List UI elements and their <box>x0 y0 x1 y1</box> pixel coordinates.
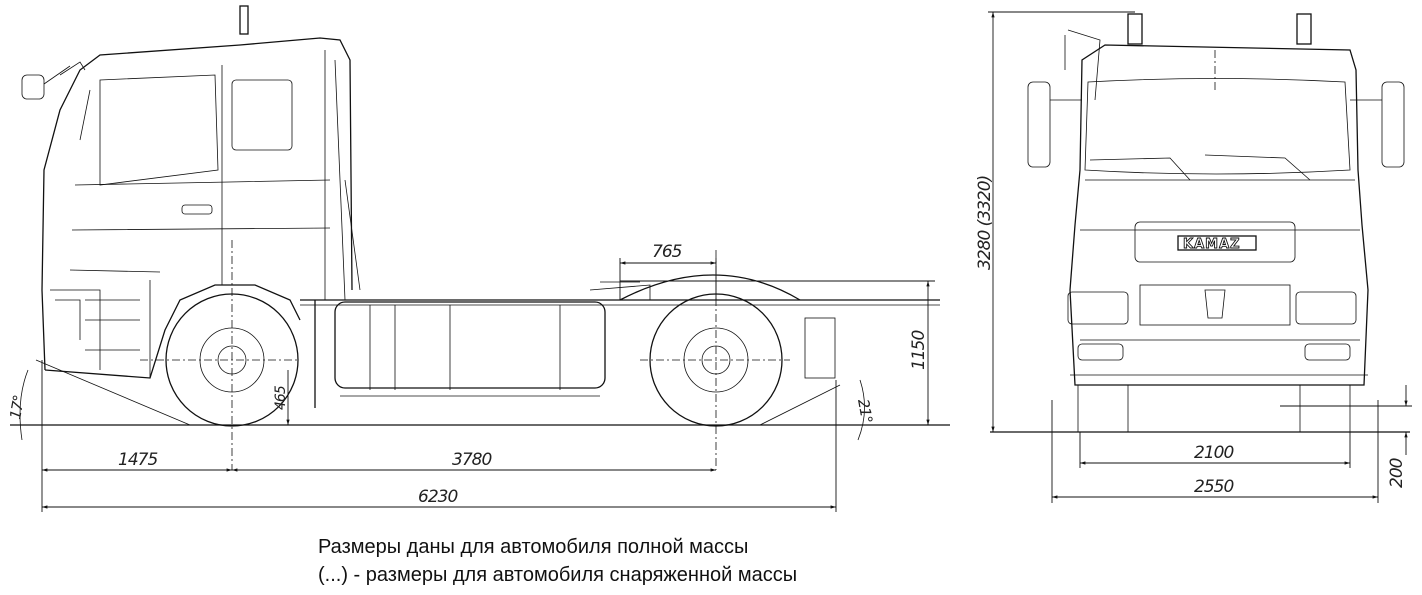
dim-fifth-wheel-offset: 765 <box>652 242 682 262</box>
beacon-right <box>1296 13 1312 45</box>
kamaz-emblem <box>1204 289 1226 319</box>
beacon-left <box>1127 13 1143 45</box>
rear-light <box>804 317 836 379</box>
mirror-right <box>1381 81 1405 168</box>
chassis-side <box>300 274 940 408</box>
sleeper-window <box>231 79 293 151</box>
dim-departure-angle: 21° <box>854 398 876 425</box>
beacon <box>239 5 249 35</box>
tire-right <box>1299 384 1351 433</box>
dim-overall-length: 6230 <box>418 487 457 507</box>
headlight-right <box>1295 291 1357 325</box>
cab-window <box>99 74 219 186</box>
caption-line-1: Размеры даны для автомобиля полной массы <box>318 536 749 558</box>
headlight-left <box>1067 291 1129 325</box>
cab-side <box>21 5 361 379</box>
dim-height: 3280 (3320) <box>975 176 995 270</box>
grille-lower <box>1139 284 1291 326</box>
dim-width: 2550 <box>1194 477 1233 497</box>
front-dimensions: 3280 (3320) 2100 2550 200 <box>975 11 1412 503</box>
dim-fifth-wheel-height: 1150 <box>909 331 929 370</box>
caption-line-2: (...) - размеры для автомобиля снаряженн… <box>318 564 798 586</box>
tire-left <box>1077 384 1129 433</box>
door-handle <box>181 204 213 215</box>
foglight-left <box>1077 343 1124 361</box>
windshield <box>1084 78 1351 175</box>
dim-wheelbase: 3780 <box>452 450 491 470</box>
side-dimensions: 765 1150 465 1475 3780 6230 17° 21° <box>6 242 935 512</box>
mirror-left <box>1027 81 1051 168</box>
foglight-right <box>1304 343 1351 361</box>
dim-track: 2100 <box>1194 443 1233 463</box>
grille-upper <box>1134 221 1296 263</box>
front-view-truck: KAMAZ <box>990 13 1410 433</box>
fuel-tank <box>334 301 606 389</box>
dim-approach-angle: 17° <box>6 394 28 421</box>
side-view-truck <box>10 5 950 470</box>
dim-ground-clearance-side: 465 <box>273 385 289 410</box>
dim-ground-clearance: 200 <box>1387 458 1407 488</box>
kamaz-logo: KAMAZ <box>1183 237 1241 252</box>
mirror <box>21 74 45 100</box>
cab-front <box>1069 44 1369 386</box>
dim-front-overhang: 1475 <box>118 450 157 470</box>
